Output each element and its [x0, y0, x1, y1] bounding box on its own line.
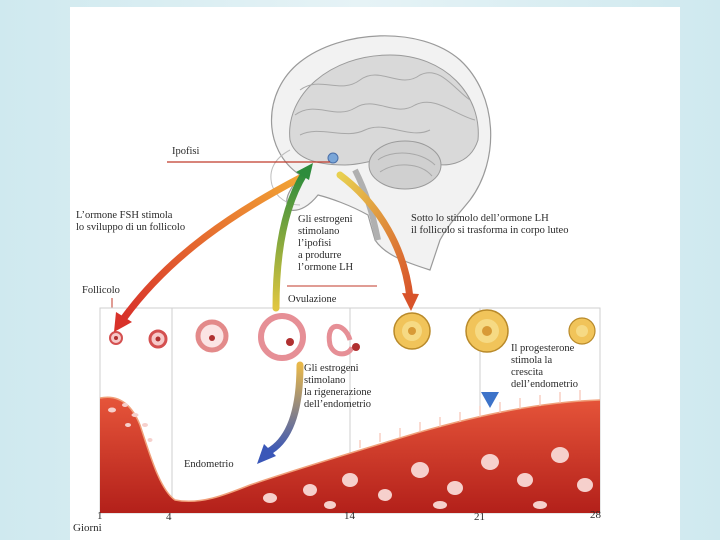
day-label: 28: [590, 509, 601, 521]
day-label: 1: [97, 510, 103, 522]
label-ovulazione: Ovulazione: [288, 294, 337, 305]
label-estrogeni-endometrio: Gli estrogeni stimolano la rigenerazione…: [304, 363, 372, 410]
estrogen-lh-arrow: [272, 163, 313, 312]
label-lh: Sotto lo stimolo dell’ormone LH il folli…: [411, 213, 569, 236]
label-endometrio: Endometrio: [184, 459, 234, 470]
label-fsh: L’ormone FSH stimola lo sviluppo di un f…: [76, 210, 186, 233]
day-label: 4: [166, 511, 172, 523]
lh-arrow: [336, 171, 419, 311]
corpus-luteum-stages: [393, 309, 596, 353]
progesterone-arrow: [481, 360, 499, 408]
endometrium-illustration: [99, 390, 601, 513]
label-giorni: Giorni: [73, 522, 102, 534]
pituitary-gland: [327, 152, 339, 164]
head-illustration: [270, 35, 492, 271]
label-ipofisi: Ipofisi: [172, 146, 200, 157]
label-progesterone: Il progesterone stimola la crescita dell…: [511, 343, 579, 390]
estrogen-endometrium-arrow: [257, 361, 304, 464]
label-follicolo: Follicolo: [82, 285, 120, 296]
follicle-stages: [109, 313, 360, 361]
fsh-arrow: [114, 174, 304, 332]
label-estrogeni-lh: Gli estrogeni stimolano l’ipofisi a prod…: [298, 214, 354, 273]
day-label: 14: [344, 510, 355, 522]
day-label: 21: [474, 511, 485, 523]
